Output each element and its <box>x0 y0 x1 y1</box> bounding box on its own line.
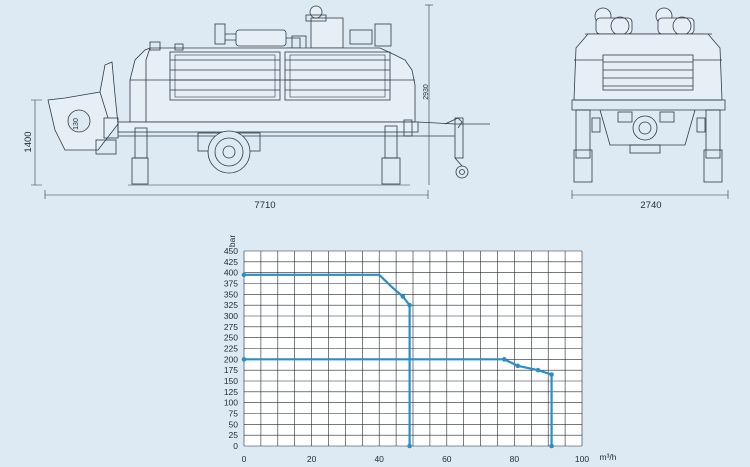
x-tick-label: 40 <box>374 454 384 464</box>
x-tick-label: 60 <box>442 454 452 464</box>
front-view-drawing <box>571 7 726 183</box>
side-height-dimension: 1400 <box>23 131 34 152</box>
x-tick-label: 80 <box>510 454 520 464</box>
y-tick-label: 225 <box>224 344 238 354</box>
y-tick-label: 375 <box>224 279 238 289</box>
x-tick-label: 100 <box>575 454 589 464</box>
y-axis-label: bar <box>227 235 237 247</box>
y-tick-label: 250 <box>224 333 238 343</box>
side-view-drawing <box>47 5 490 185</box>
y-tick-label: 200 <box>224 354 238 364</box>
front-view-dimensions <box>571 190 729 199</box>
y-tick-label: 25 <box>229 430 239 440</box>
y-tick-label: 175 <box>224 365 238 375</box>
data-point <box>241 272 247 278</box>
x-tick-label: 20 <box>307 454 317 464</box>
x-tick-label: 0 <box>242 454 247 464</box>
side-total-height-dimension: 2930 <box>423 84 430 100</box>
data-point <box>549 372 554 377</box>
y-tick-label: 400 <box>224 268 238 278</box>
front-width-dimension: 2740 <box>640 200 661 211</box>
y-tick-label: 75 <box>229 409 239 419</box>
y-tick-label: 450 <box>224 246 238 256</box>
data-point <box>549 443 554 449</box>
data-point <box>241 357 247 362</box>
y-tick-label: 50 <box>229 419 239 429</box>
data-point <box>407 302 412 308</box>
series-line-1 <box>244 273 411 446</box>
y-tick-label: 275 <box>224 322 238 332</box>
y-tick-label: 125 <box>224 387 238 397</box>
data-point <box>535 367 541 373</box>
y-tick-label: 150 <box>224 376 238 386</box>
side-length-dimension: 7710 <box>254 200 275 211</box>
y-tick-label: 350 <box>224 289 238 299</box>
y-tick-label: 425 <box>224 257 238 267</box>
data-point <box>501 357 507 362</box>
y-tick-label: 100 <box>224 398 238 408</box>
x-axis-label: m³/h <box>600 452 617 462</box>
side-small-dimension: 130 <box>73 118 80 130</box>
series-line-2 <box>244 358 553 446</box>
data-point <box>407 443 412 449</box>
y-tick-label: 300 <box>224 311 238 321</box>
y-tick-label: 0 <box>233 441 238 451</box>
y-tick-label: 325 <box>224 300 238 310</box>
side-view-dimensions <box>31 4 433 199</box>
data-point <box>515 363 521 369</box>
data-point <box>400 294 406 299</box>
performance-chart: 0255075100125150175200225250275300325350… <box>224 235 617 464</box>
